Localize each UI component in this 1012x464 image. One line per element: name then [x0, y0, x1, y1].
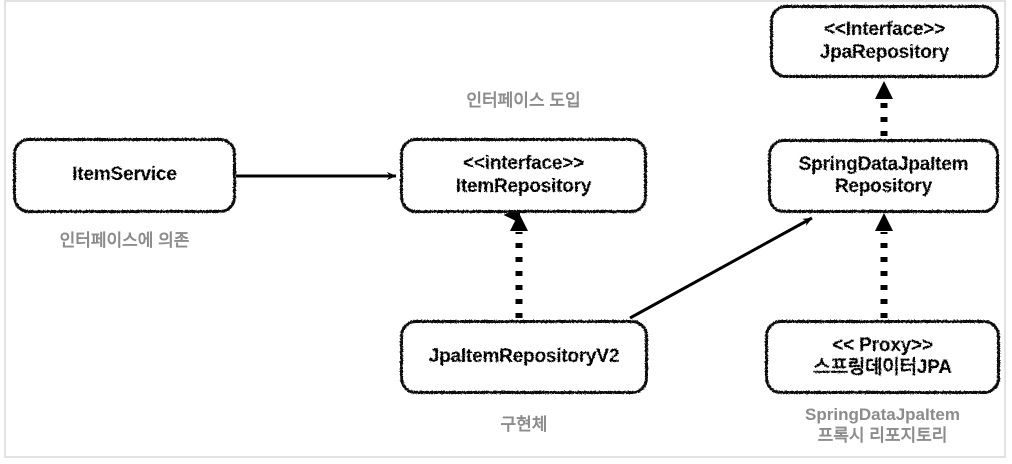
- node-jpa-item-repository-v2[interactable]: JpaItemRepositoryV2: [400, 320, 648, 394]
- node-jpa-repository-line-2: JpaRepository: [819, 41, 950, 63]
- node-item-service-line-1: ItemService: [72, 164, 177, 186]
- caption-proxy-repository-line-2: 프록시 리포지토리: [817, 426, 948, 446]
- caption-introduce-interface-line-1: 인터페이스 도입: [466, 91, 581, 110]
- caption-proxy-repository: SpringDataJpaItem 프록시 리포지토리: [765, 404, 1000, 447]
- caption-proxy-repository-line-1: SpringDataJpaItem: [805, 405, 960, 424]
- node-spring-data-jpa-item-repository[interactable]: SpringDataJpaItem Repository: [768, 139, 999, 213]
- node-spring-data-jpa-item-repository-line-1: SpringDataJpaItem: [798, 153, 969, 175]
- node-item-repository[interactable]: <<interface>> ItemRepository: [400, 138, 647, 213]
- caption-implementation: 구현체: [400, 414, 648, 435]
- caption-depends-on-interface-line-1: 인터페이스에 의존: [59, 231, 190, 250]
- node-spring-data-jpa-item-repository-line-2: Repository: [834, 176, 933, 197]
- caption-implementation-line-1: 구현체: [500, 415, 548, 434]
- node-item-repository-line-1: <<interface>>: [463, 153, 584, 175]
- node-item-service[interactable]: ItemService: [13, 138, 236, 213]
- node-proxy-line-2: 스프링데이터JPA: [813, 357, 952, 378]
- caption-depends-on-interface: 인터페이스에 의존: [13, 230, 236, 251]
- node-proxy-line-1: << Proxy>>: [832, 334, 933, 356]
- caption-introduce-interface: 인터페이스 도입: [400, 90, 647, 111]
- node-jpa-repository-line-1: <<Interface>>: [824, 19, 945, 41]
- node-jpa-repository[interactable]: <<Interface>> JpaRepository: [770, 5, 999, 78]
- node-proxy[interactable]: << Proxy>> 스프링데이터JPA: [765, 320, 1000, 394]
- node-item-repository-line-2: ItemRepository: [455, 175, 592, 197]
- node-jpa-item-repository-v2-line-1: JpaItemRepositoryV2: [428, 345, 620, 367]
